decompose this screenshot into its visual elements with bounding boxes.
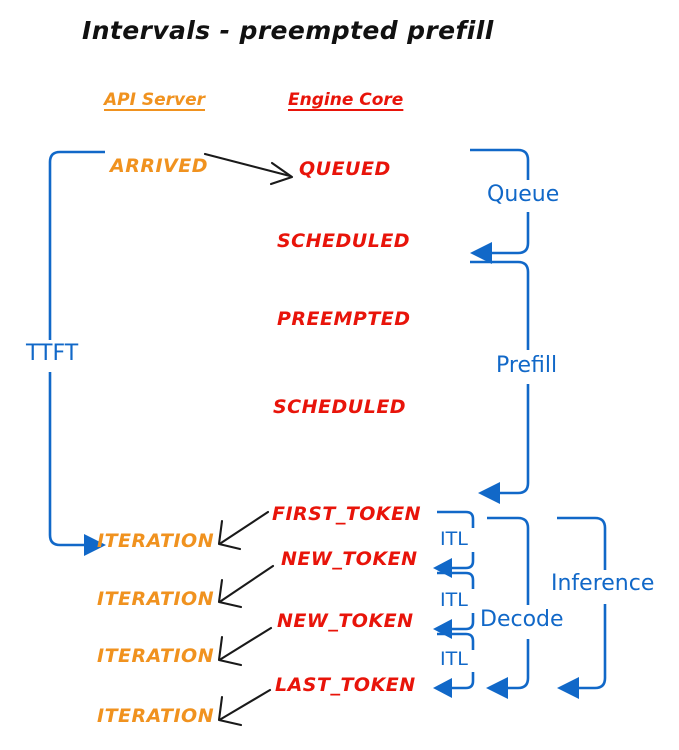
bracket-queue: [470, 148, 530, 264]
event-new-token-1: NEW_TOKEN: [281, 548, 418, 570]
interval-label-queue: Queue: [484, 182, 563, 207]
event-arrived: ARRIVED: [110, 155, 208, 177]
arrow-last-token-to-iteration: [217, 688, 272, 727]
page-title: Intervals - preempted prefill: [82, 16, 494, 45]
bracket-prefill: [470, 260, 530, 504]
event-iteration-2: ITERATION: [97, 588, 215, 610]
interval-label-itl-3: ITL: [437, 648, 471, 670]
event-queued: QUEUED: [299, 158, 391, 180]
event-new-token-2: NEW_TOKEN: [277, 610, 414, 632]
column-header-api-server: API Server: [104, 90, 206, 110]
interval-label-ttft: TTFT: [23, 341, 82, 366]
interval-label-inference: Inference: [548, 571, 658, 596]
interval-label-itl-2: ITL: [437, 589, 471, 611]
event-iteration-1: ITERATION: [97, 530, 215, 552]
event-scheduled-2: SCHEDULED: [273, 396, 407, 418]
arrow-first-token-to-iteration: [217, 510, 270, 551]
arrow-arrived-to-queued: [203, 152, 294, 186]
interval-label-decode: Decode: [477, 607, 567, 632]
event-last-token: LAST_TOKEN: [275, 674, 416, 696]
arrow-new-token-to-iteration-1: [217, 564, 275, 609]
event-first-token: FIRST_TOKEN: [272, 503, 422, 525]
interval-label-prefill: Prefill: [493, 353, 561, 378]
event-iteration-3: ITERATION: [97, 645, 215, 667]
event-preempted: PREEMPTED: [277, 308, 411, 330]
interval-label-itl-1: ITL: [437, 528, 471, 550]
event-iteration-4: ITERATION: [97, 705, 215, 727]
event-scheduled-1: SCHEDULED: [277, 230, 411, 252]
column-header-engine-core: Engine Core: [288, 90, 404, 110]
arrow-new-token-to-iteration-2: [217, 626, 273, 667]
